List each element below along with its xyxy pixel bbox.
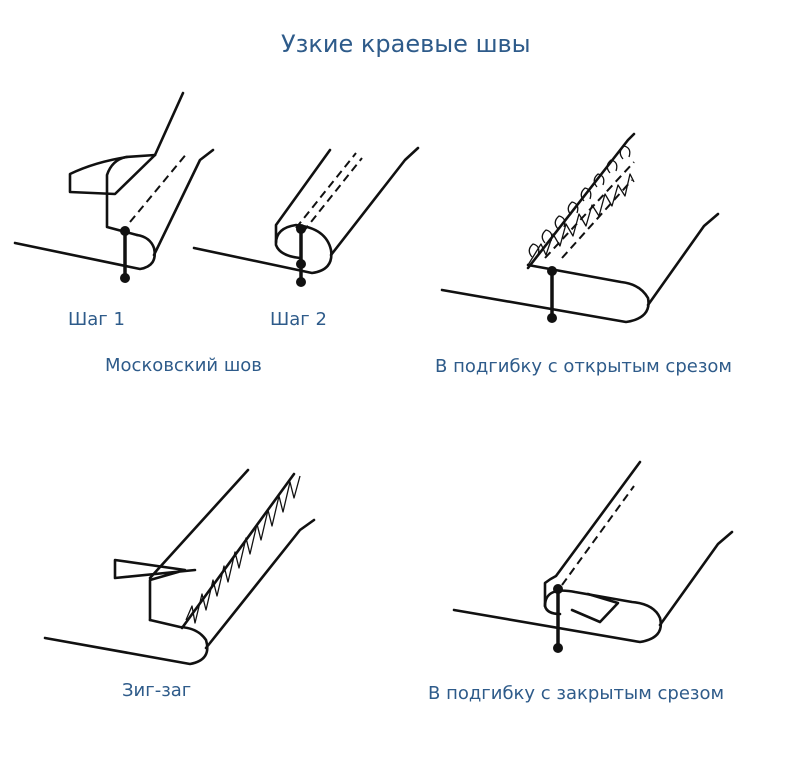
open-edge-diagram xyxy=(440,132,720,324)
label-moscow-seam: Московский шов xyxy=(105,355,262,376)
label-closed-edge-hem: В подгибку с закрытым срезом xyxy=(428,683,725,704)
zigzag-diagram xyxy=(43,468,316,666)
closed-edge-diagram xyxy=(452,460,734,653)
label-open-edge-hem: В подгибку с открытым срезом xyxy=(435,356,732,377)
label-step1: Шаг 1 xyxy=(68,309,125,330)
step1-diagram xyxy=(13,91,215,283)
label-step2: Шаг 2 xyxy=(270,309,327,330)
page-title: Узкие краевые швы xyxy=(281,30,531,58)
label-zigzag: Зиг-заг xyxy=(122,680,192,701)
step2-diagram xyxy=(192,146,420,287)
